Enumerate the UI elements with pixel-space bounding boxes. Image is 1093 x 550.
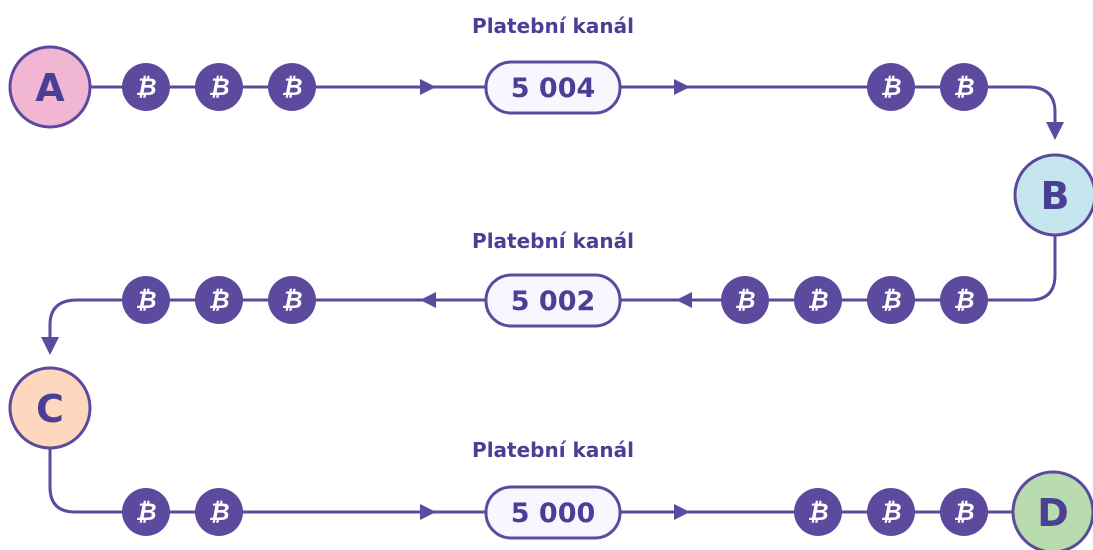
amount-box-frame: [484, 60, 622, 115]
coin-symbol: ₿: [807, 286, 828, 314]
coin-symbol: ₿: [953, 73, 974, 101]
bitcoin-icon: ₿: [195, 63, 243, 111]
node-c: C: [8, 366, 92, 450]
arrow-right-icon: [674, 79, 690, 95]
arrow-right-icon: [674, 504, 690, 520]
coin-circle: [940, 63, 988, 111]
coin-circle: [122, 488, 170, 536]
channel-3-title: Platební kanál: [472, 438, 634, 462]
coin-circle: [940, 276, 988, 324]
coin-symbol: ₿: [953, 286, 974, 314]
bitcoin-icon: ₿: [794, 276, 842, 324]
channel-3-amount: 5 000: [511, 498, 596, 529]
coin-symbol: ₿: [807, 498, 828, 526]
node-a-label: A: [35, 66, 65, 110]
arrow-right-icon: [420, 504, 436, 520]
arrow-right-icon: [420, 79, 436, 95]
node-a-circle: [8, 45, 92, 129]
bitcoin-icon: ₿: [268, 63, 316, 111]
coin-symbol: ₿: [208, 73, 229, 101]
channel-2-title: Platební kanál: [472, 229, 634, 253]
coin-circle: [268, 276, 316, 324]
node-c-label: C: [36, 387, 64, 431]
channel-1-amount: 5 004: [511, 73, 596, 104]
coin-circle: [195, 63, 243, 111]
coin-circle: [122, 276, 170, 324]
coin-symbol: ₿: [208, 498, 229, 526]
coin-symbol: ₿: [135, 73, 156, 101]
coin-circle: [794, 488, 842, 536]
channel-1-title: Platební kanál: [472, 14, 634, 38]
arrow-left-icon: [420, 292, 436, 308]
node-d: D: [1011, 470, 1093, 550]
coin-symbol: ₿: [880, 73, 901, 101]
channel-1-amount-box: 5 004: [484, 60, 622, 115]
node-b-label: B: [1041, 174, 1070, 218]
bitcoin-icon: ₿: [940, 488, 988, 536]
coin-symbol: ₿: [135, 286, 156, 314]
arrow-down-icon: [1046, 122, 1064, 140]
coin-circle: [867, 276, 915, 324]
amount-box-frame: [484, 273, 622, 328]
coin-circle: [268, 63, 316, 111]
arrow-down-icon: [41, 337, 59, 355]
bitcoin-icon: ₿: [721, 276, 769, 324]
bitcoin-icon: ₿: [867, 488, 915, 536]
channel-3-line: [48, 448, 1013, 514]
node-c-circle: [8, 366, 92, 450]
bitcoin-icon: ₿: [268, 276, 316, 324]
bitcoin-icon: ₿: [195, 276, 243, 324]
node-d-label: D: [1037, 491, 1069, 535]
bitcoin-icon: ₿: [122, 488, 170, 536]
coin-circle: [940, 488, 988, 536]
bitcoin-icon: ₿: [122, 276, 170, 324]
amount-box-frame: [484, 485, 622, 540]
bitcoin-icon: ₿: [867, 276, 915, 324]
channel-2-amount-box: 5 002: [484, 273, 622, 328]
bitcoin-coins: ₿ ₿ ₿ ₿ ₿ ₿ ₿ ₿ ₿ ₿ ₿ ₿ ₿ ₿ ₿ ₿ ₿: [122, 63, 988, 536]
node-b-circle: [1013, 153, 1093, 237]
coin-circle: [794, 276, 842, 324]
bitcoin-icon: ₿: [122, 63, 170, 111]
coin-symbol: ₿: [208, 286, 229, 314]
coin-circle: [195, 276, 243, 324]
coin-circle: [122, 63, 170, 111]
bitcoin-icon: ₿: [940, 276, 988, 324]
coin-symbol: ₿: [135, 498, 156, 526]
coin-symbol: ₿: [880, 498, 901, 526]
node-b: B: [1013, 153, 1093, 237]
bitcoin-icon: ₿: [195, 488, 243, 536]
coin-symbol: ₿: [281, 73, 302, 101]
coin-symbol: ₿: [953, 498, 974, 526]
coin-circle: [721, 276, 769, 324]
bitcoin-icon: ₿: [867, 63, 915, 111]
node-d-circle: [1011, 470, 1093, 550]
coin-symbol: ₿: [734, 286, 755, 314]
direction-arrows: [41, 79, 1064, 520]
arrow-left-icon: [676, 292, 692, 308]
bitcoin-icon: ₿: [940, 63, 988, 111]
coin-circle: [195, 488, 243, 536]
coin-symbol: ₿: [880, 286, 901, 314]
channel-1-line: [90, 85, 1057, 135]
channel-3-amount-box: 5 000: [484, 485, 622, 540]
coin-circle: [867, 488, 915, 536]
coin-symbol: ₿: [281, 286, 302, 314]
node-a: A: [8, 45, 92, 129]
coin-circle: [867, 63, 915, 111]
channel-2-amount: 5 002: [511, 286, 596, 317]
bitcoin-icon: ₿: [794, 488, 842, 536]
